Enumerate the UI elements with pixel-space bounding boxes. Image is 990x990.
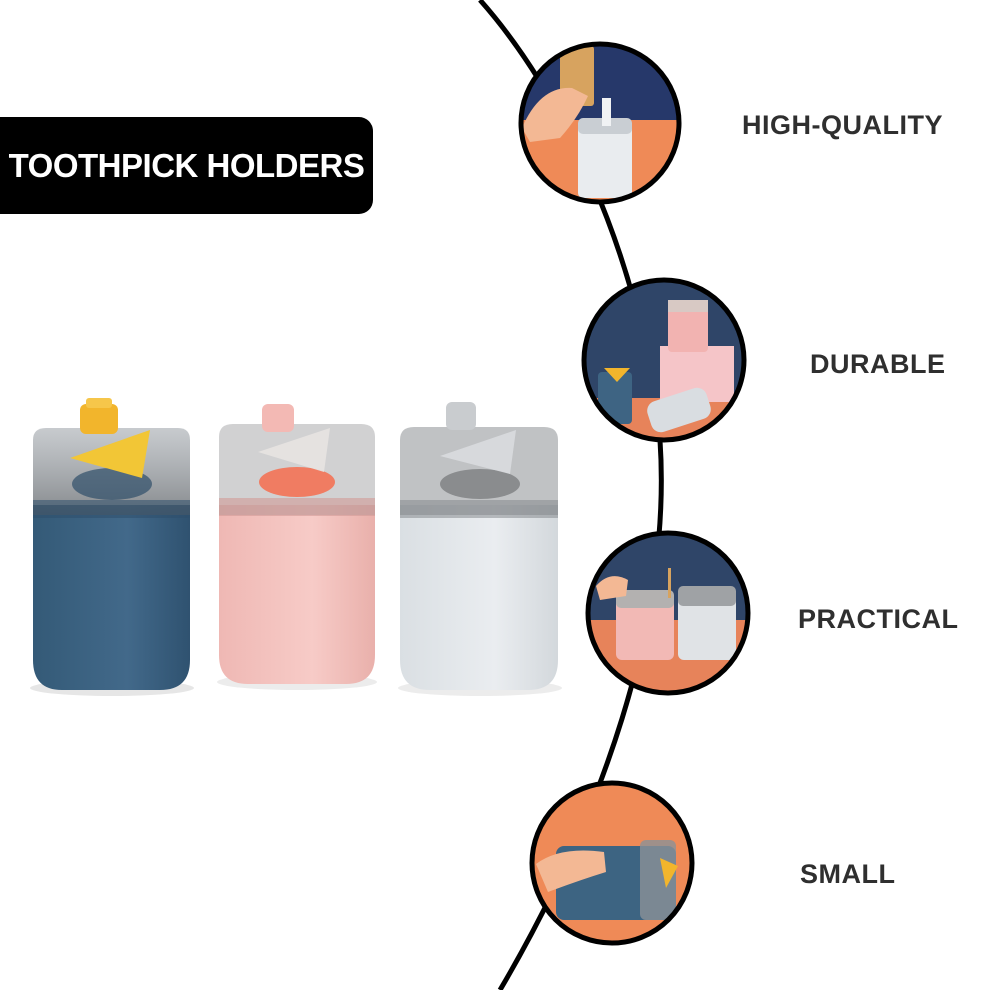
- gray-toothpick-holder: [398, 402, 562, 696]
- durable-photo: [581, 277, 747, 443]
- page-title: TOOTHPICK HOLDERS: [8, 146, 365, 184]
- pink-toothpick-holder: [217, 404, 377, 690]
- title-banner: TOOTHPICK HOLDERS: [0, 117, 373, 214]
- feature-label-practical: PRACTICAL: [798, 604, 959, 634]
- blue-toothpick-holder: [30, 398, 194, 696]
- feature-label-high-quality: HIGH-QUALITY: [742, 110, 943, 140]
- practical-photo: [585, 530, 751, 696]
- small-photo: [529, 780, 695, 946]
- high-quality-photo: [518, 41, 682, 205]
- feature-label-durable: DURABLE: [810, 349, 946, 379]
- feature-label-small: SMALL: [800, 859, 896, 889]
